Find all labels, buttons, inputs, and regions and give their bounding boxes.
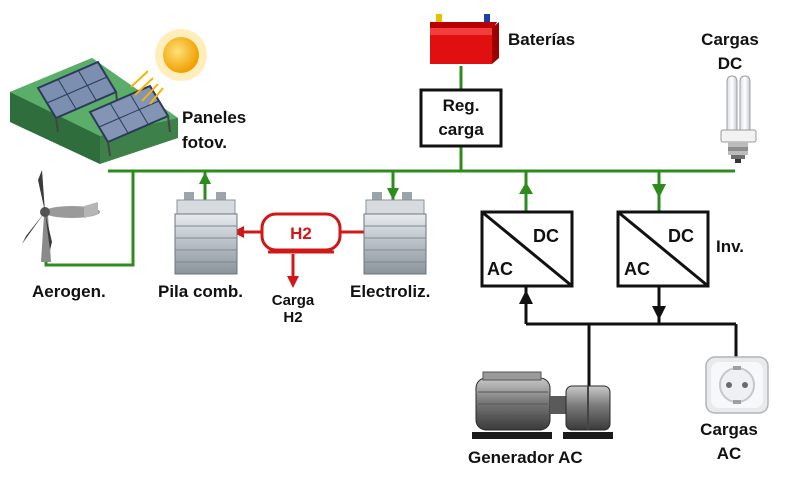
- reg-carga-label: Reg. carga: [421, 96, 501, 140]
- aerogen-label: Aerogen.: [32, 282, 106, 301]
- fuel-cell-icon: [174, 192, 238, 275]
- pila-label: Pila comb.: [158, 282, 244, 301]
- solar-panel-icon: [10, 58, 178, 164]
- reg-carga-box: [419, 88, 503, 148]
- dc-bus-arrows: [199, 172, 666, 200]
- paneles-line1: Paneles: [182, 108, 247, 127]
- reg-carga-line2: carga: [438, 120, 484, 139]
- rectifier-ac-label: AC: [487, 259, 513, 279]
- socket-icon: [705, 356, 769, 414]
- cargas-dc-label: Cargas DC: [690, 30, 770, 74]
- rectifier-box: DC AC: [480, 210, 574, 288]
- paneles-line2: fotov.: [182, 133, 228, 152]
- rectifier-dc-label: DC: [533, 226, 559, 246]
- generador-label: Generador AC: [468, 448, 583, 467]
- ac-bus-arrows: [519, 290, 666, 320]
- inv-label: Inv.: [716, 237, 745, 256]
- carga-h2-line2: H2: [283, 309, 303, 326]
- cargas-ac-line1: Cargas: [700, 420, 758, 439]
- cargas-ac-label: Cargas AC: [689, 420, 769, 464]
- electroliz-label: Electroliz.: [350, 282, 431, 301]
- h2-tank-icon: H2: [260, 212, 342, 254]
- carga-h2-line1: Carga: [271, 292, 315, 309]
- wind-turbine-icon: [22, 170, 100, 262]
- carga-h2-label: Carga H2: [263, 292, 323, 326]
- ac-bus: [524, 286, 738, 392]
- h2-text: H2: [290, 224, 312, 243]
- generator-icon: [472, 371, 613, 439]
- cargas-ac-line2: AC: [716, 444, 742, 463]
- inverter-dc-label: DC: [668, 226, 694, 246]
- battery-icon: [430, 14, 499, 64]
- cfl-bulb-icon: [720, 75, 757, 163]
- cargas-dc-line2: DC: [717, 54, 743, 73]
- cargas-dc-line1: Cargas: [701, 30, 759, 49]
- inverter-ac-label: AC: [624, 259, 650, 279]
- electrolyzer-icon: [363, 192, 427, 275]
- sun-icon: [130, 29, 207, 105]
- inverter-box: DC AC: [616, 210, 710, 288]
- baterias-label: Baterías: [508, 30, 576, 49]
- paneles-label: Paneles fotov.: [182, 108, 246, 153]
- reg-carga-line1: Reg.: [442, 96, 480, 115]
